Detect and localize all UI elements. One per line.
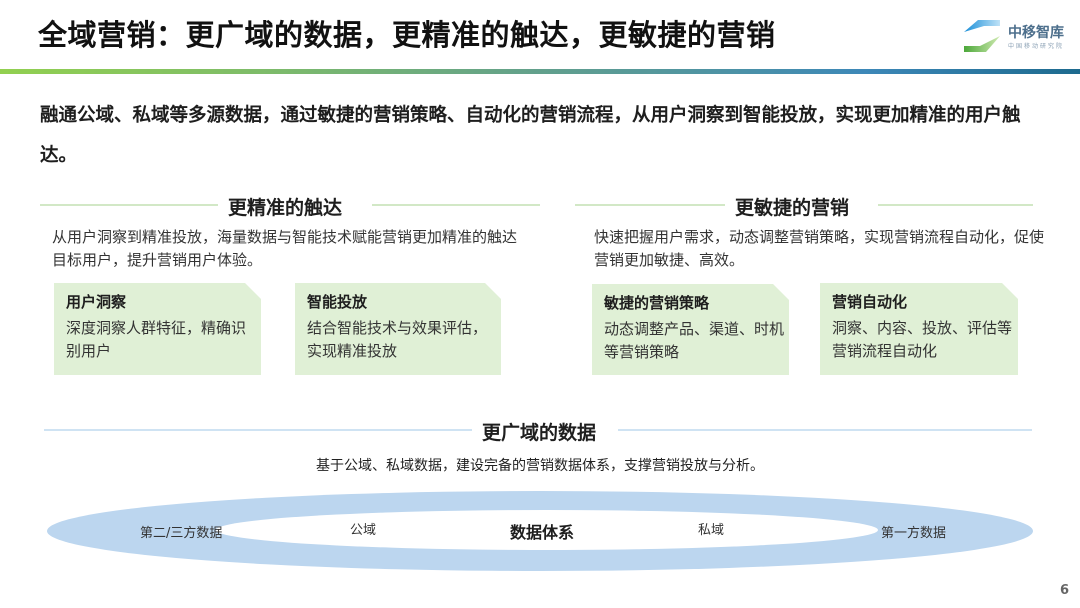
section-desc-agile: 快速把握用户需求，动态调整营销策略，实现营销流程自动化，促使营销更加敏捷、高效。 [594, 228, 1045, 269]
inner-left-label: 公域 [350, 523, 377, 538]
card-agile-strategy: 敏捷的营销策略 动态调整产品、渠道、时机等营销策略 [592, 284, 789, 375]
logo-subtitle: 中国移动研究院 [1008, 43, 1065, 50]
center-label: 数据体系 [510, 523, 575, 542]
divider-line [618, 429, 1032, 431]
card-title: 用户洞察 [66, 293, 127, 311]
divider-line [575, 204, 725, 206]
section-title-data: 更广域的数据 [482, 422, 597, 444]
inner-right-label: 私域 [698, 523, 725, 538]
card-title: 敏捷的营销策略 [604, 294, 710, 312]
card-text: 深度洞察人群特征，精确识别用户 [66, 319, 247, 360]
divider-line [44, 429, 472, 431]
card-user-insight: 用户洞察 深度洞察人群特征，精确识别用户 [54, 283, 261, 375]
section-desc-data: 基于公域、私域数据，建设完备的营销数据体系，支撑营销投放与分析。 [316, 458, 764, 474]
outer-right-label: 第一方数据 [881, 526, 947, 541]
divider-line [40, 204, 218, 206]
page-number: 6 [1060, 583, 1070, 598]
card-title: 营销自动化 [832, 293, 908, 311]
logo-icon [964, 20, 1000, 52]
divider-line [372, 204, 540, 206]
card-text: 洞察、内容、投放、评估等营销流程自动化 [832, 319, 1013, 360]
card-text: 结合智能技术与效果评估，实现精准投放 [307, 319, 488, 360]
intro-text: 融通公域、私域等多源数据，通过敏捷的营销策略、自动化的营销流程，从用户洞察到智能… [40, 105, 1021, 166]
data-inner-ellipse [216, 510, 878, 550]
outer-left-label: 第二/三方数据 [140, 526, 223, 541]
logo-name: 中移智库 [1008, 25, 1064, 41]
section-desc-precise: 从用户洞察到精准投放，海量数据与智能技术赋能营销更加精准的触达目标用户，提升营销… [52, 228, 518, 269]
card-text: 动态调整产品、渠道、时机等营销策略 [604, 320, 785, 361]
divider-line [878, 204, 1033, 206]
card-title: 智能投放 [307, 293, 368, 311]
header-accent-bar [0, 69, 1080, 74]
section-title-precise: 更精准的触达 [228, 197, 343, 219]
section-title-agile: 更敏捷的营销 [735, 197, 850, 219]
card-smart-delivery: 智能投放 结合智能技术与效果评估，实现精准投放 [295, 283, 501, 375]
page-title: 全域营销：更广域的数据，更精准的触达，更敏捷的营销 [38, 18, 776, 52]
card-marketing-automation: 营销自动化 洞察、内容、投放、评估等营销流程自动化 [820, 283, 1018, 375]
